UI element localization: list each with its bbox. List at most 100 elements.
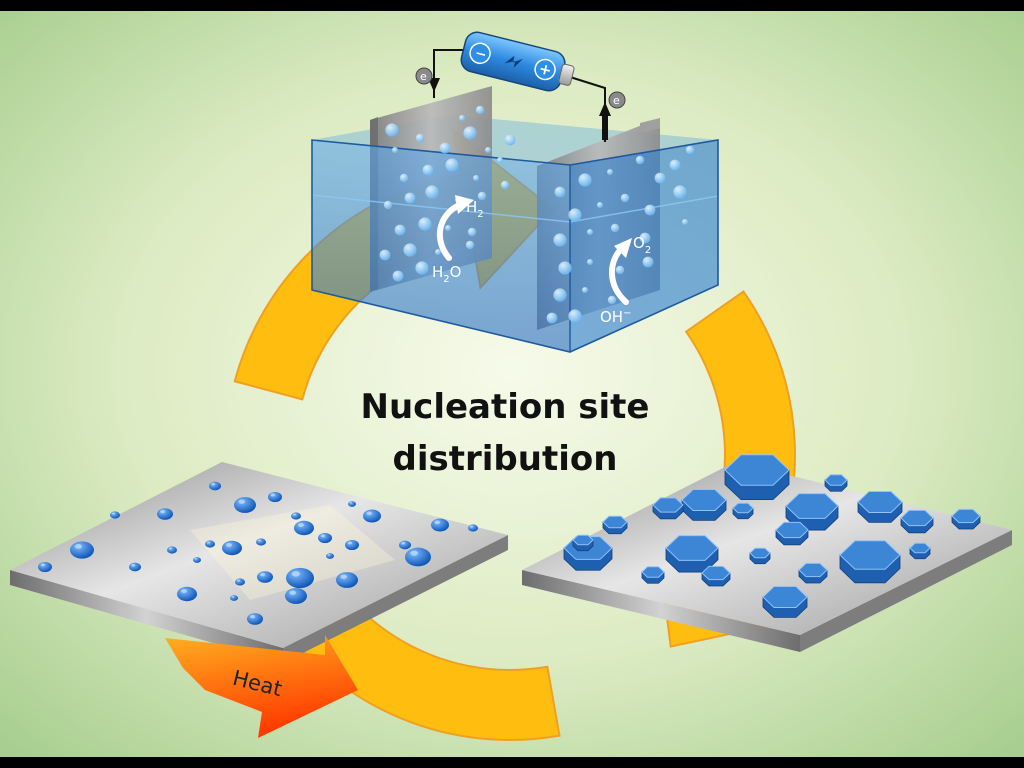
gas-bubble [546, 312, 558, 324]
cathode-reactant-label: H2O [432, 263, 461, 285]
gas-bubble [685, 145, 695, 155]
svg-text:+: + [537, 59, 554, 80]
electron-flow-arrow-up [599, 102, 611, 116]
gas-bubble [465, 240, 475, 250]
gas-bubble [445, 158, 459, 172]
gas-bubble [607, 295, 617, 305]
hexagonal-crystal [762, 586, 808, 608]
water-droplet [363, 509, 381, 523]
water-droplet [256, 538, 266, 546]
water-droplet [348, 501, 356, 507]
gas-bubble [477, 191, 487, 201]
hexagonal-crystal [785, 493, 839, 519]
water-droplet [38, 561, 52, 573]
electron-flow-arrow-down [428, 78, 440, 92]
water-droplet [234, 497, 256, 513]
anode-reaction-arrow [608, 245, 629, 305]
hexagonal-crystal [824, 474, 848, 486]
battery: − + [460, 31, 575, 92]
plate-glare [190, 505, 395, 600]
gas-bubble [473, 175, 479, 181]
lightning-icon [504, 55, 524, 68]
hexagonal-crystal [724, 454, 790, 486]
electron-badge-left: e [415, 67, 433, 85]
gas-bubble [620, 193, 630, 203]
water-droplet [222, 540, 242, 556]
svg-text:−: − [473, 45, 488, 63]
water-droplet [336, 572, 358, 588]
hexagonal-crystal [951, 508, 981, 524]
gas-bubble [669, 159, 681, 171]
water-droplet [431, 518, 449, 532]
gas-bubble [404, 192, 416, 204]
hexagonal-crystal [641, 566, 665, 578]
hexagonal-crystal [839, 540, 901, 570]
gas-bubble [399, 173, 409, 183]
gas-bubble [639, 232, 651, 244]
droplet-plate-side-edge [283, 535, 508, 663]
gas-bubble [383, 200, 393, 210]
gas-bubble [379, 249, 391, 261]
water-droplet [129, 562, 141, 572]
cathode-product-label: H2 [466, 198, 484, 220]
droplet-group [38, 481, 478, 625]
gas-bubble [497, 157, 503, 163]
hexagonal-crystal [665, 535, 719, 561]
cathode-reaction-arrowhead [455, 195, 474, 214]
hexagonal-crystal [602, 515, 628, 529]
anode-reaction-arrowhead [614, 238, 632, 258]
battery-positive-terminal [534, 58, 556, 81]
gas-bubble [554, 186, 566, 198]
title-line-1: Nucleation site [361, 387, 650, 427]
water-droplet [193, 557, 201, 563]
gas-bubble [582, 287, 588, 293]
gas-bubble [467, 227, 477, 237]
water-droplet [157, 508, 173, 520]
gas-bubble [425, 185, 439, 199]
svg-text:e: e [613, 94, 620, 107]
water-droplet [399, 540, 411, 550]
water-droplet [257, 571, 273, 583]
gas-bubble [463, 126, 477, 140]
droplet-plate [10, 462, 508, 663]
gas-bubble [504, 134, 516, 146]
crystal-plate-front-edge [522, 570, 800, 652]
gas-bubble [568, 309, 582, 323]
water-droplet [345, 539, 359, 551]
hexagonal-crystal [749, 547, 771, 559]
water-droplet [294, 520, 314, 536]
hexagonal-crystal [909, 542, 931, 554]
gas-bubble [392, 270, 404, 282]
electron-badge-right: e [608, 91, 626, 109]
gas-bubble [635, 155, 645, 165]
water-droplet [167, 546, 177, 554]
gas-bubble [578, 173, 592, 187]
gas-bubble [394, 224, 406, 236]
gas-bubble [485, 147, 491, 153]
svg-text:e: e [420, 70, 427, 83]
gas-bubble [435, 249, 441, 255]
gas-bubble [587, 229, 593, 235]
water-droplet [209, 481, 221, 491]
gas-bubble [500, 180, 510, 190]
hexagonal-crystal [775, 521, 809, 539]
hexagonal-crystal [857, 491, 903, 513]
crystal-plate [522, 454, 1012, 652]
gas-bubble [385, 123, 399, 137]
gas-bubble [403, 243, 417, 257]
gas-bubble [392, 147, 398, 153]
gas-bubble [422, 164, 434, 176]
water-droplet [230, 595, 238, 601]
cathode-reaction-arrow [436, 201, 465, 261]
gas-bubble [418, 217, 432, 231]
water-droplet [247, 613, 263, 625]
water-droplet [177, 586, 197, 602]
water-droplet [268, 491, 282, 503]
title-line-2: distribution [393, 439, 618, 479]
electrolysis-cell: H2 H2O O2 OH− e e − [311, 31, 719, 353]
anode-product-label: O2 [633, 234, 651, 256]
battery-negative-terminal [469, 42, 491, 65]
gas-bubble [654, 172, 666, 184]
water-droplet [326, 553, 334, 559]
